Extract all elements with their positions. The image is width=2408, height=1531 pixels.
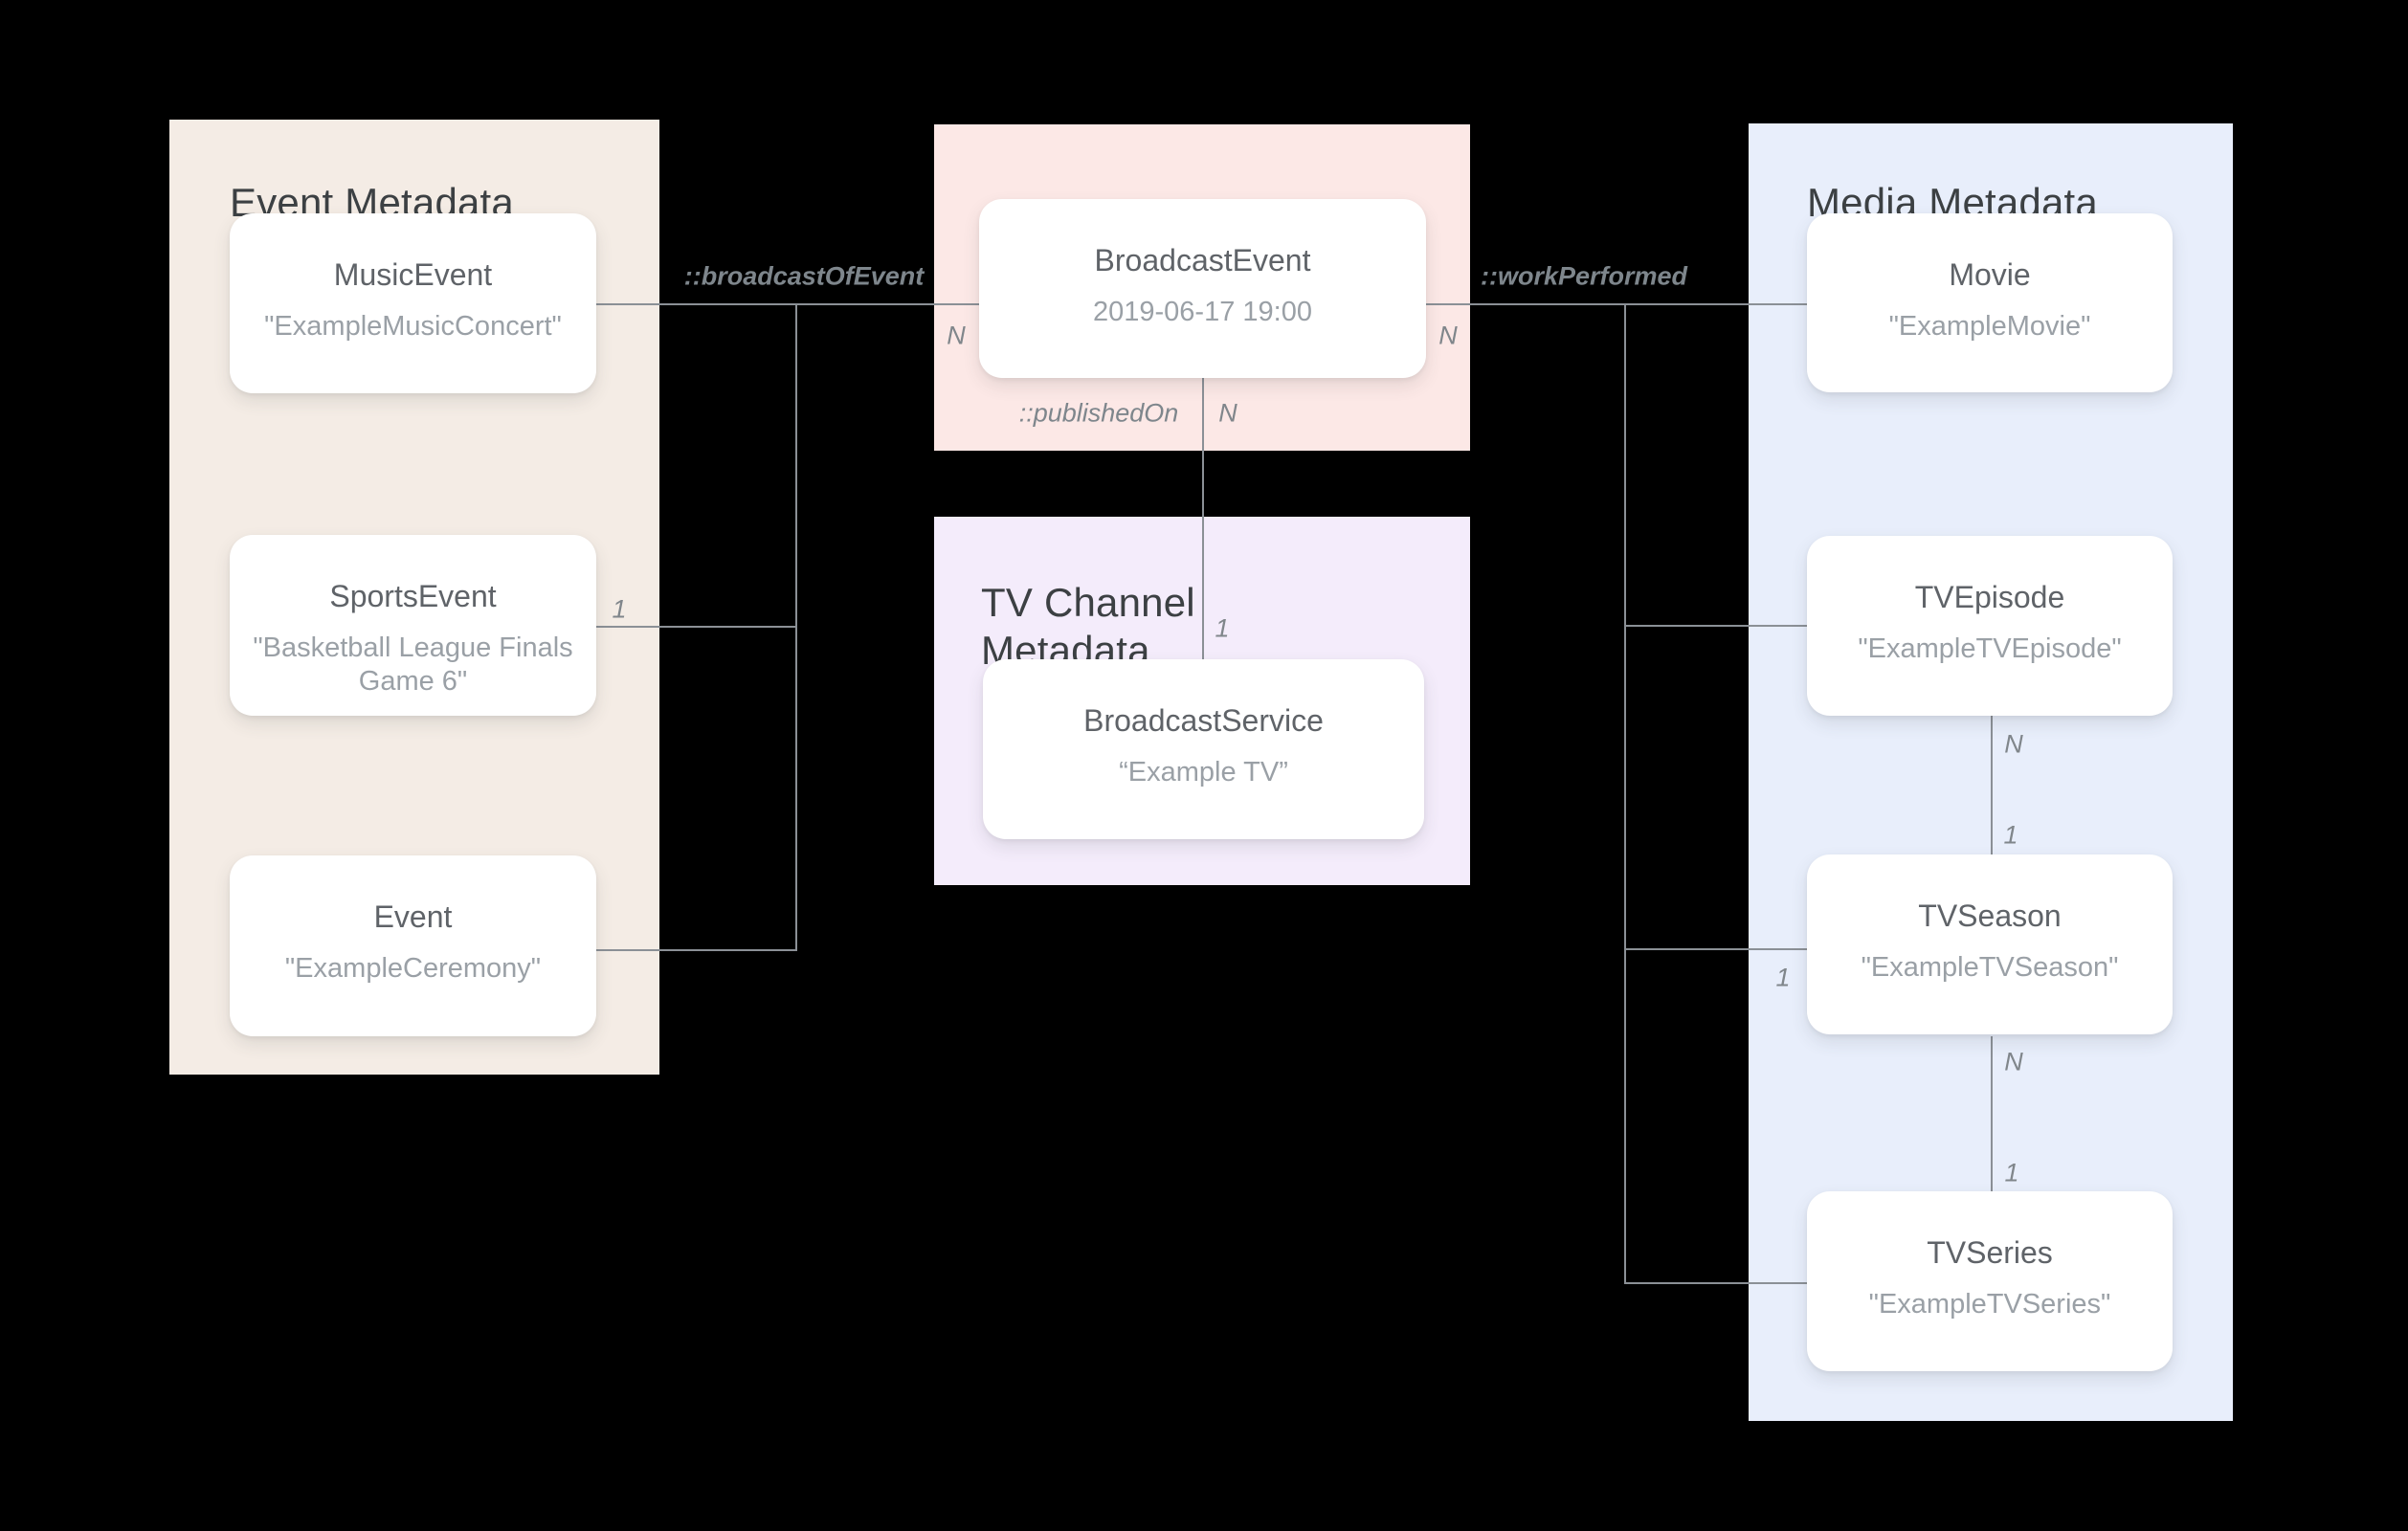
card-tv-season: TVSeason "ExampleTVSeason" xyxy=(1807,854,2173,1034)
cardinality-n-broadcast-left: N xyxy=(947,321,966,350)
music-event-value: "ExampleMusicConcert" xyxy=(264,311,562,342)
work-performed-label: ::workPerformed xyxy=(1480,261,1688,291)
tv-series-title: TVSeries xyxy=(1927,1235,2053,1270)
connector-tvseason-branch xyxy=(1624,948,1807,950)
card-tv-episode: TVEpisode "ExampleTVEpisode" xyxy=(1807,536,2173,716)
card-movie: Movie "ExampleMovie" xyxy=(1807,213,2173,392)
tv-season-value: "ExampleTVSeason" xyxy=(1861,952,2119,983)
event-title: Event xyxy=(373,899,453,934)
cardinality-1-tv-season-branch: 1 xyxy=(1775,963,1791,992)
connector-tvseries-branch xyxy=(1624,1282,1807,1284)
connector-right-branch-vertical xyxy=(1624,303,1626,1284)
connector-tvseason-tvseries xyxy=(1991,1036,1993,1192)
card-sports-event: SportsEvent "Basketball League Finals Ga… xyxy=(230,535,596,716)
connector-left-branch-vertical xyxy=(795,303,797,951)
cardinality-1-episode-season: 1 xyxy=(2003,820,2018,850)
card-event: Event "ExampleCeremony" xyxy=(230,855,596,1036)
cardinality-n-published-on: N xyxy=(1218,398,1237,428)
connector-tvepisode-branch xyxy=(1624,625,1807,627)
cardinality-n-episode-season: N xyxy=(2004,729,2023,759)
published-on-label: ::publishedOn xyxy=(1018,398,1179,428)
cardinality-n-season-series: N xyxy=(2004,1047,2023,1076)
cardinality-1-published-on: 1 xyxy=(1215,613,1230,643)
card-tv-series: TVSeries "ExampleTVSeries" xyxy=(1807,1191,2173,1371)
movie-title: Movie xyxy=(1949,257,2031,292)
tv-season-title: TVSeason xyxy=(1918,899,2062,933)
connector-broadcastevent-broadcastservice xyxy=(1202,378,1204,659)
event-value: "ExampleCeremony" xyxy=(284,953,542,984)
tv-episode-value: "ExampleTVEpisode" xyxy=(1858,633,2122,664)
movie-value: "ExampleMovie" xyxy=(1888,311,2091,342)
cardinality-1-season-series: 1 xyxy=(2004,1158,2019,1187)
connector-event-branch xyxy=(596,949,796,951)
broadcast-of-event-label: ::broadcastOfEvent xyxy=(683,261,925,291)
connector-broadcastevent-movie xyxy=(1426,303,1807,305)
music-event-title: MusicEvent xyxy=(333,257,493,292)
cardinality-n-broadcast-right: N xyxy=(1438,321,1458,350)
card-broadcast-event: BroadcastEvent 2019-06-17 19:00 xyxy=(979,199,1426,378)
tv-episode-title: TVEpisode xyxy=(1914,580,2065,614)
broadcast-event-value: 2019-06-17 19:00 xyxy=(1093,297,1312,327)
sports-event-title: SportsEvent xyxy=(329,579,497,613)
tv-channel-metadata-title: TV Channel Metadata xyxy=(981,579,1195,673)
broadcast-event-title: BroadcastEvent xyxy=(1094,243,1311,277)
card-broadcast-service: BroadcastService “Example TV” xyxy=(983,659,1424,839)
broadcast-service-value: “Example TV” xyxy=(1119,757,1288,788)
cardinality-1-sports-event: 1 xyxy=(612,594,627,624)
connector-musicevent-broadcastevent xyxy=(596,303,979,305)
card-music-event: MusicEvent "ExampleMusicConcert" xyxy=(230,213,596,393)
tv-series-value: "ExampleTVSeries" xyxy=(1868,1289,2111,1320)
connector-tvepisode-tvseason xyxy=(1991,716,1993,854)
broadcast-service-title: BroadcastService xyxy=(1083,703,1324,738)
sports-event-value: "Basketball League Finals Game 6" xyxy=(253,632,573,697)
connector-sportsevent-branch xyxy=(596,626,796,628)
